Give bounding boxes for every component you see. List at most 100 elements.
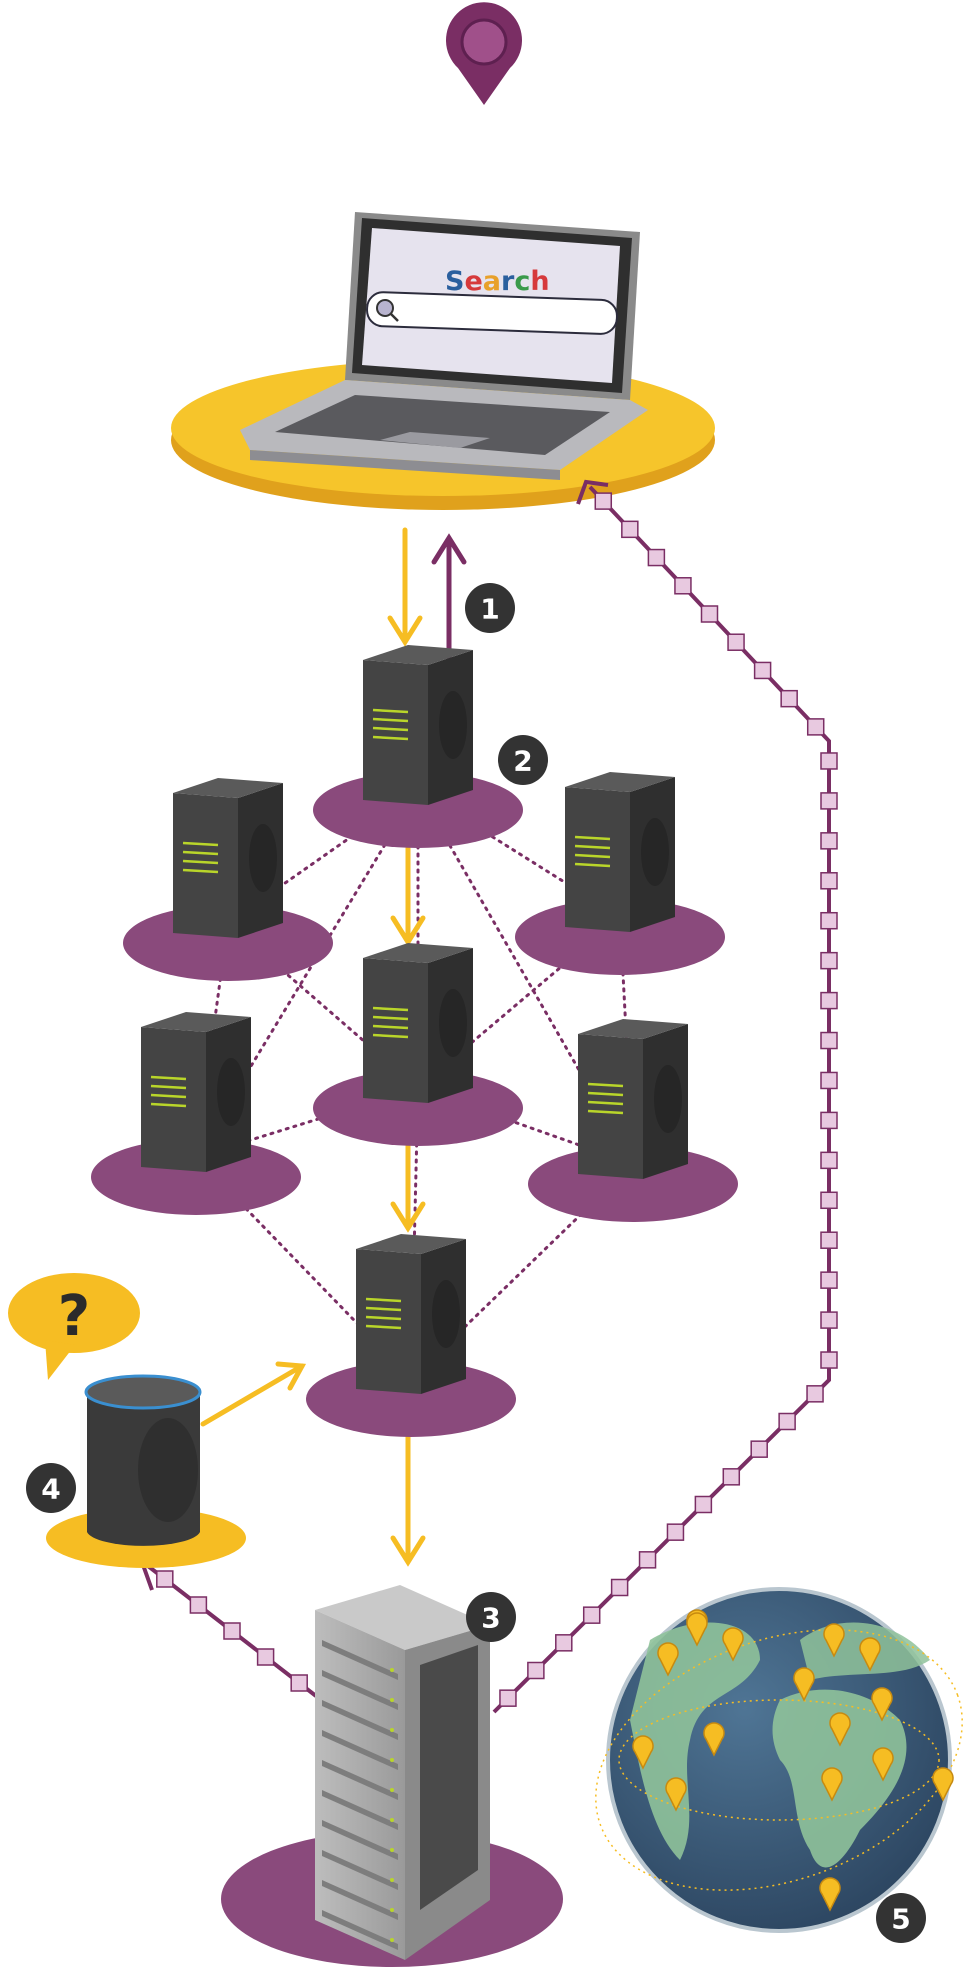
search-letter: c <box>514 266 530 297</box>
step-badge-1: 1 <box>465 583 515 633</box>
magnifier-icon <box>376 299 399 322</box>
arrow-speaker-to-server <box>200 1361 307 1427</box>
chain-cube <box>582 1606 601 1624</box>
search-input[interactable] <box>366 291 618 335</box>
smart-speaker-icon <box>46 1374 246 1568</box>
map-pin-icon <box>932 1767 954 1802</box>
chain-cube <box>806 718 825 736</box>
step-badge-5: 5 <box>876 1893 926 1943</box>
map-pin-icon <box>657 1642 679 1677</box>
chain-cube <box>820 792 838 810</box>
server-icon <box>123 778 333 981</box>
step-badge-2: 2 <box>498 735 548 785</box>
server-icon <box>313 645 523 848</box>
chain-cube <box>820 1111 838 1130</box>
step-badge-3: 3 <box>466 1592 516 1642</box>
rack-slots <box>322 1640 398 1950</box>
chain-cube <box>666 1523 685 1541</box>
chain-cube <box>820 1311 838 1329</box>
step-badges: 1 2 3 4 5 <box>26 583 926 1943</box>
map-pin-icon <box>872 1747 894 1782</box>
server-icon <box>313 943 523 1146</box>
map-pin-icon <box>722 1627 744 1662</box>
chain-cube <box>820 1071 838 1090</box>
map-pin-icon <box>703 1722 725 1757</box>
map-pin-icon <box>632 1735 654 1770</box>
step-number: 2 <box>513 745 532 778</box>
chain-cube <box>820 1351 838 1369</box>
server-link <box>194 788 420 1159</box>
search-logo-text: Search <box>445 266 550 297</box>
chain-cube <box>727 633 745 651</box>
rack-slot <box>322 1790 398 1830</box>
chain-cube <box>820 872 838 890</box>
chain-cube <box>820 832 838 850</box>
server-icon <box>528 1019 738 1222</box>
step-number: 3 <box>481 1602 500 1635</box>
chain-arrowhead <box>576 479 609 505</box>
chain-cube <box>820 1231 838 1249</box>
map-pin-icon <box>859 1637 881 1672</box>
step-number: 4 <box>41 1473 60 1506</box>
server-icon <box>306 1234 516 1437</box>
map-pin-icon <box>819 1877 841 1912</box>
server-link <box>416 1086 635 1166</box>
rack-slot <box>322 1850 398 1890</box>
chain-cube <box>638 1551 657 1569</box>
flow-arrows <box>200 527 467 1567</box>
globe-pins <box>632 1609 954 1912</box>
arrow-center-to-bottom <box>390 1143 426 1233</box>
rack-slot <box>322 1730 398 1770</box>
chain-cube <box>610 1578 629 1597</box>
chain-cube <box>621 520 639 539</box>
chain-cube <box>806 1385 824 1403</box>
chain-cube <box>527 1661 545 1680</box>
chain-cube <box>256 1648 275 1666</box>
chain-cube <box>778 1412 796 1431</box>
chain-cube <box>700 605 719 623</box>
rack-slot <box>322 1700 398 1740</box>
chain-cube <box>674 577 692 595</box>
chain-cube <box>820 752 838 770</box>
chain-cube <box>820 991 838 1010</box>
chain-cube <box>820 951 838 970</box>
globe-icon <box>595 1587 963 1933</box>
rack-slot <box>322 1880 398 1920</box>
rack-slot <box>322 1640 398 1680</box>
chain-cube <box>820 1031 838 1050</box>
search-letter: h <box>530 266 549 297</box>
chain-cube <box>223 1622 241 1640</box>
chain-cube <box>156 1570 174 1588</box>
map-pin-icon <box>871 1687 893 1722</box>
laptop-icon <box>240 212 648 480</box>
search-letter: e <box>464 266 482 297</box>
chain-cube <box>780 689 798 708</box>
map-pin-icon <box>665 1777 687 1812</box>
chain-cube <box>750 1440 768 1458</box>
server-cluster <box>91 645 738 1437</box>
chain-cube <box>820 1271 838 1289</box>
map-pin-icon <box>793 1667 815 1702</box>
step-number: 1 <box>480 593 499 626</box>
question-mark: ? <box>58 1284 90 1349</box>
map-pin-icon <box>686 1612 708 1647</box>
chain-cube <box>694 1495 713 1514</box>
chain-cube <box>555 1634 573 1652</box>
location-pin-icon <box>446 2 522 105</box>
rack-slot <box>322 1820 398 1860</box>
map-pin-icon <box>823 1623 845 1658</box>
chain-cube <box>820 1151 838 1170</box>
server-icon <box>515 772 725 975</box>
map-pin-icon <box>821 1767 843 1802</box>
chain-cube <box>722 1468 741 1486</box>
step-badge-4: 4 <box>26 1463 76 1513</box>
search-letter: r <box>501 266 515 297</box>
arrow-laptop-to-server <box>387 527 423 647</box>
chain-cube <box>290 1674 308 1692</box>
search-letter: a <box>483 266 501 297</box>
chain-cube <box>753 661 772 680</box>
arrow-server-to-center <box>390 845 426 947</box>
arrow-bottom-to-rack <box>390 1427 426 1567</box>
chain-cube <box>189 1596 208 1614</box>
